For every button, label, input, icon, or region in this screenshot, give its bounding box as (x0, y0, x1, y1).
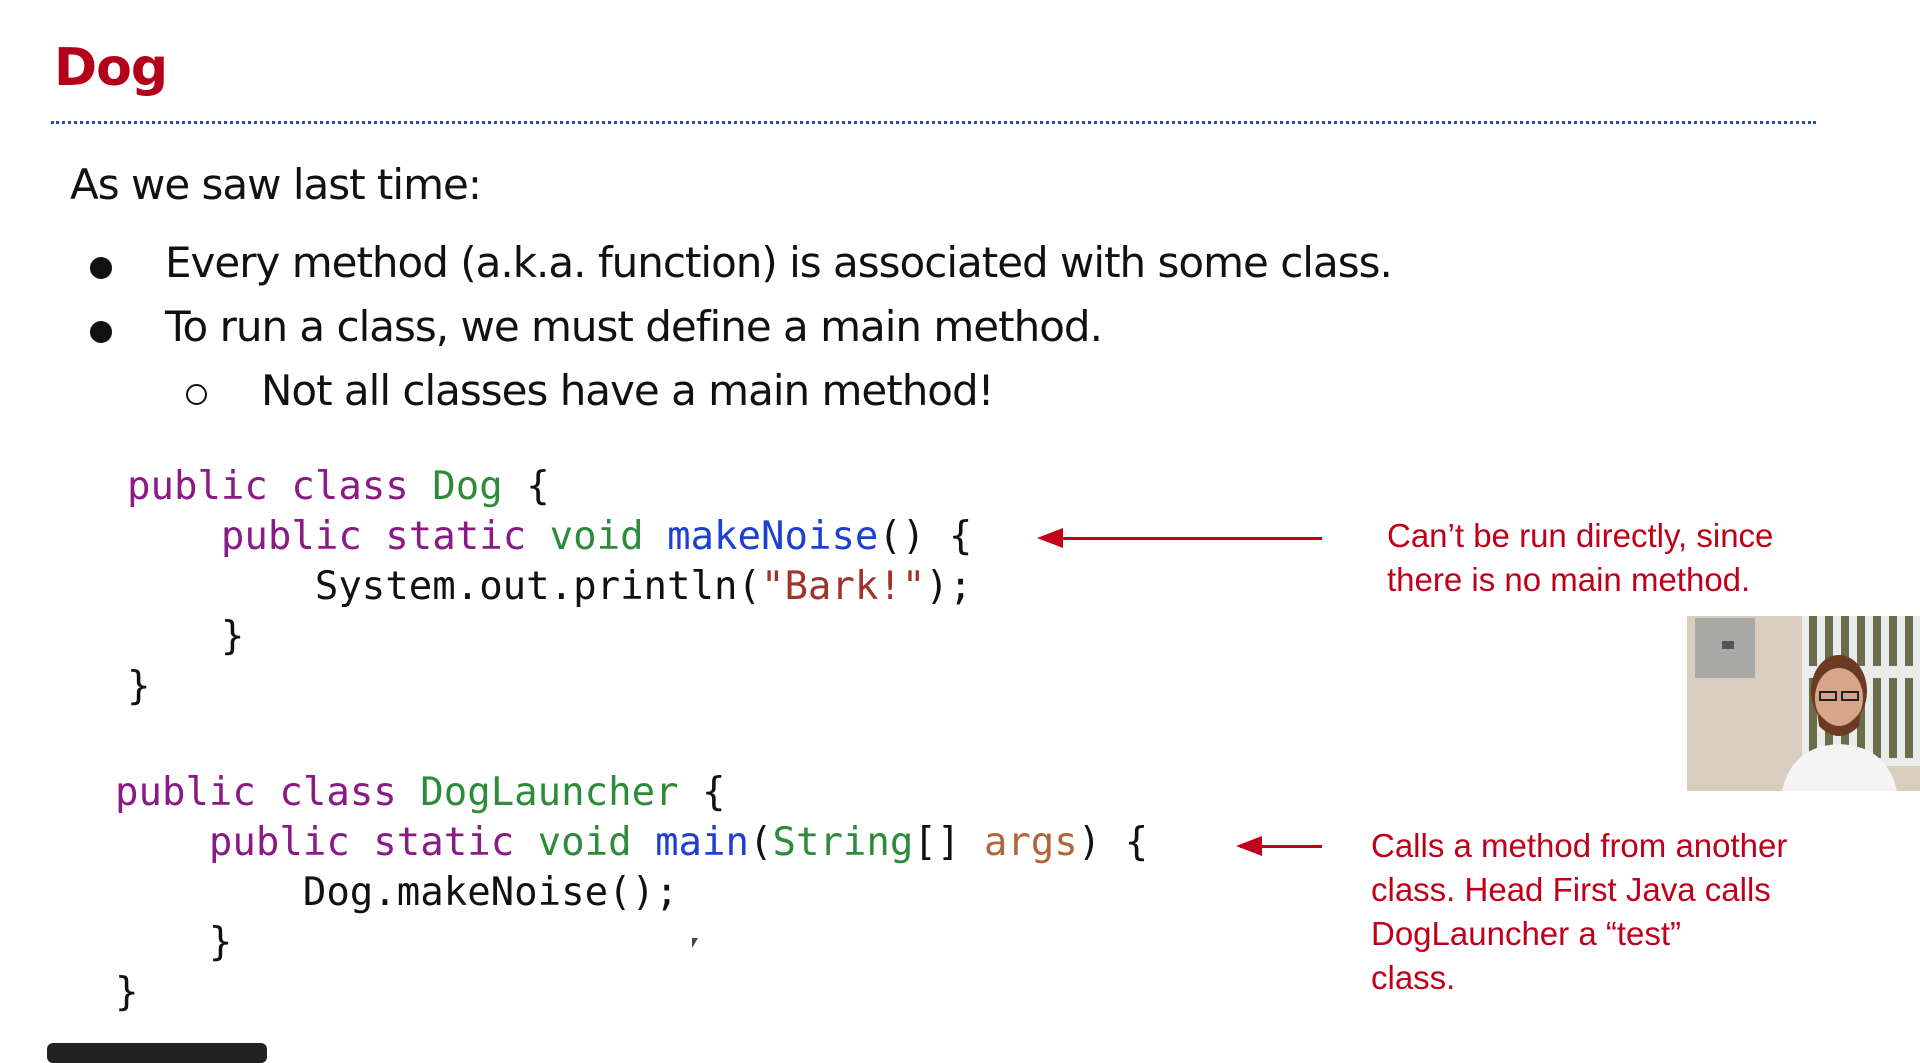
code-token: () { (878, 514, 973, 559)
code-line: } (115, 918, 1148, 968)
code-token (256, 770, 279, 815)
code-line: public class DogLauncher { (115, 768, 1148, 818)
presenter-video-icon (1687, 616, 1920, 791)
code-token (115, 820, 209, 865)
code-line: } (115, 968, 1148, 1018)
sub-bullet-circle-icon (186, 384, 207, 405)
code-token: Dog.makeNoise(); (115, 870, 679, 915)
code-token: main (655, 820, 749, 865)
code-token (409, 464, 432, 509)
code-token: { (502, 464, 550, 509)
code-token (632, 820, 655, 865)
code-token: args (983, 820, 1078, 865)
arrow-left-icon (1037, 528, 1322, 548)
code-token: } (127, 664, 151, 709)
annotation-no-main: Can’t be run directly, since there is no… (1387, 517, 1774, 598)
bullet-item: To run a class, we must define a main me… (165, 302, 1103, 351)
bullet-item: Every method (a.k.a. function) is associ… (165, 238, 1393, 287)
code-token: ) { (1077, 820, 1149, 865)
code-token: static (385, 514, 527, 559)
bullet-dot-icon (90, 321, 112, 343)
code-token (268, 464, 291, 509)
code-line: public class Dog { (127, 462, 972, 512)
code-token: ( (749, 820, 773, 865)
code-token: "Bark!" (760, 564, 926, 609)
code-token (514, 820, 537, 865)
code-token: public (220, 514, 362, 559)
code-block-doglauncher: public class DogLauncher { public static… (115, 768, 1148, 1018)
code-token: public (208, 820, 350, 865)
code-token: { (678, 770, 726, 815)
title-divider (51, 121, 1816, 124)
code-token: static (373, 820, 515, 865)
intro-text: As we saw last time: (70, 160, 482, 209)
code-token: DogLauncher (420, 770, 679, 815)
code-token (397, 770, 420, 815)
code-token (644, 514, 667, 559)
bullet-dot-icon (90, 257, 112, 279)
slide-title: Dog (54, 38, 168, 98)
code-token: void (549, 514, 644, 559)
code-token (526, 514, 549, 559)
mouse-cursor-icon (692, 938, 698, 948)
code-token: Dog (432, 464, 503, 509)
code-line: public static void main(String[] args) { (115, 818, 1148, 868)
arrow-left-icon (1236, 836, 1322, 856)
code-token: } (115, 920, 233, 965)
code-token: } (115, 970, 139, 1015)
code-token: public (115, 770, 256, 815)
annotation-calls-method: Calls a method from another class. Head … (1371, 827, 1788, 996)
code-line: } (127, 612, 972, 662)
code-token: public (127, 464, 268, 509)
code-token: String (772, 820, 914, 865)
code-token: void (537, 820, 632, 865)
code-token: ); (925, 564, 973, 609)
code-token: class (291, 464, 409, 509)
code-token: [] (913, 820, 984, 865)
code-token: System.out.println( (127, 564, 761, 609)
code-line: System.out.println("Bark!"); (127, 562, 972, 612)
code-line: } (127, 662, 972, 712)
code-token: class (279, 770, 397, 815)
sub-bullet-item: Not all classes have a main method! (261, 366, 995, 415)
code-line: public static void makeNoise() { (127, 512, 972, 562)
code-line: Dog.makeNoise(); (115, 868, 1148, 918)
code-token: makeNoise (667, 514, 879, 559)
code-token (362, 514, 385, 559)
code-token (350, 820, 373, 865)
video-controls-bar[interactable] (47, 1043, 267, 1063)
code-block-dog: public class Dog { public static void ma… (127, 462, 972, 712)
webcam-overlay (1687, 616, 1920, 791)
code-token: } (127, 614, 245, 659)
code-token (127, 514, 221, 559)
